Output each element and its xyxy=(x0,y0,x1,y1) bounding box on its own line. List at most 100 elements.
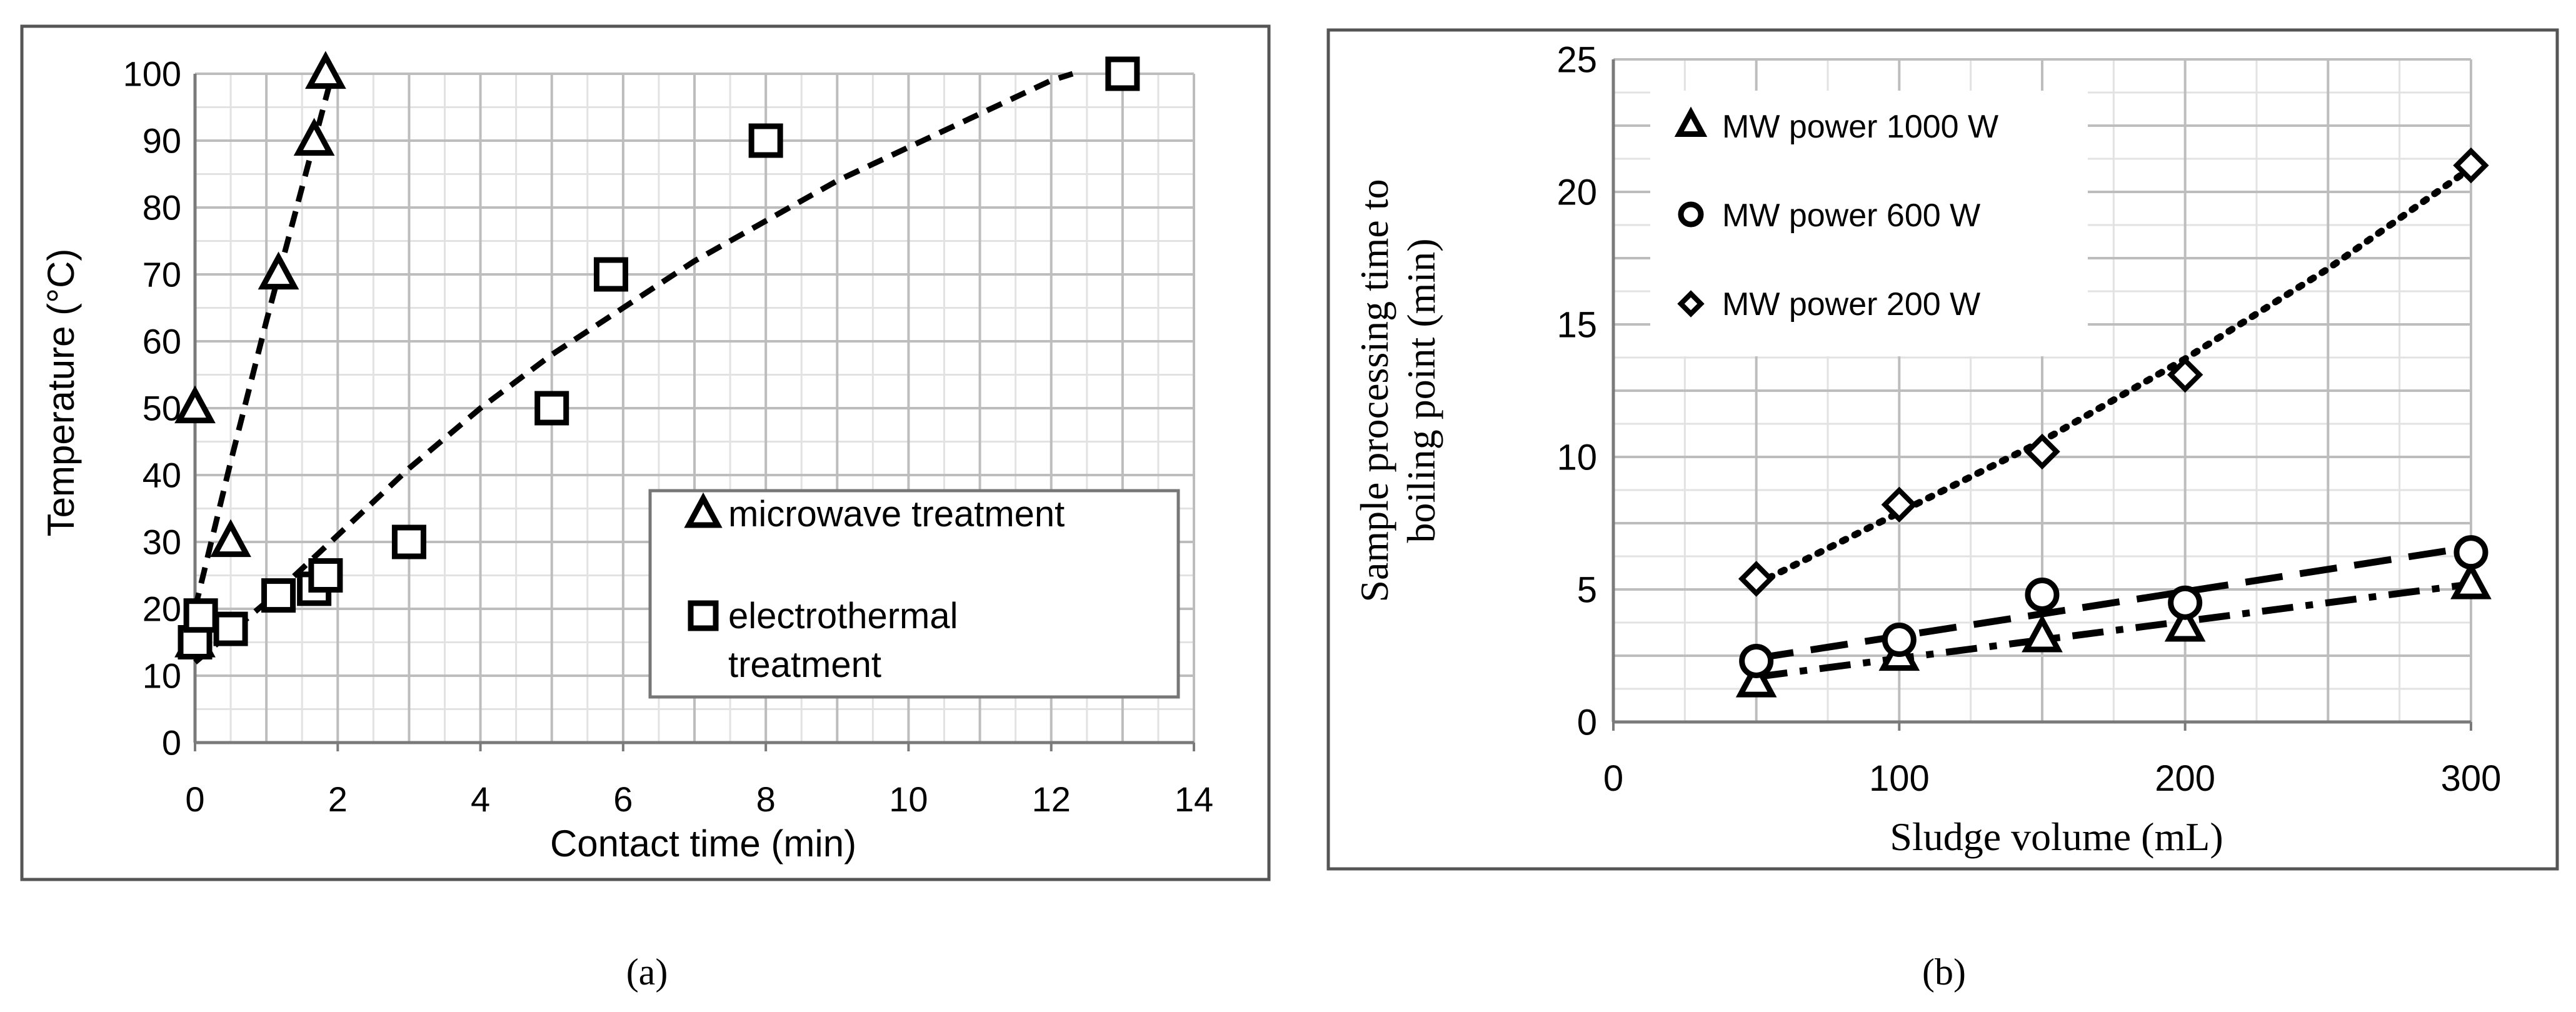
y-tick-label: 90 xyxy=(143,121,181,161)
data-point-circle xyxy=(2168,585,2203,620)
data-point-diamond xyxy=(1881,486,1918,523)
trendline-series-2 xyxy=(1753,164,2475,588)
data-point-square xyxy=(391,524,426,559)
y-tick-label: 25 xyxy=(1556,39,1597,80)
data-point-triangle xyxy=(210,519,251,558)
data-point-triangle xyxy=(258,251,299,290)
data-point-diamond xyxy=(2024,433,2060,470)
panel-a-legend-box xyxy=(648,489,1180,699)
y-tick-label: 0 xyxy=(162,723,181,763)
panel-a-frame xyxy=(20,24,1271,881)
data-point-triangle xyxy=(174,385,216,424)
panel-b-trendlines xyxy=(1753,164,2475,681)
y-tick-label: 20 xyxy=(1556,172,1597,213)
x-tick-label: 10 xyxy=(889,779,928,819)
legend-marker-600w xyxy=(1678,201,1704,228)
legend-marker-triangle xyxy=(684,492,723,528)
legend-marker-200w xyxy=(1677,290,1705,318)
data-point-square xyxy=(261,578,296,613)
y-tick-label: 5 xyxy=(1577,569,1597,610)
legend-marker-microwave xyxy=(684,492,723,528)
panel-b-y-axis-label: Sample processing time to boiling point … xyxy=(1352,179,1443,602)
panel-b-x-axis-label: Sludge volume (mL) xyxy=(1890,814,2223,859)
data-point-triangle xyxy=(2164,603,2206,642)
x-tick-label: 8 xyxy=(756,779,776,819)
panel-b-frame xyxy=(1326,28,2559,871)
legend-label-line: treatment xyxy=(728,644,881,685)
trendline-series-1 xyxy=(193,71,1074,665)
panel-b-data-points xyxy=(1735,147,2492,698)
y-tick-label: 10 xyxy=(1556,437,1597,478)
legend-label-microwave: microwave treatment xyxy=(728,494,1065,534)
data-point-square xyxy=(593,257,628,292)
legend-label-1000w: MW power 1000 W xyxy=(1722,109,1998,145)
data-point-circle xyxy=(1739,643,1774,678)
y-tick-label: 20 xyxy=(143,589,181,629)
y-tick-label: 80 xyxy=(143,188,181,228)
legend-marker-circle xyxy=(1678,201,1704,228)
data-point-circle xyxy=(1882,623,1917,658)
x-tick-label: 4 xyxy=(471,779,490,819)
data-point-triangle xyxy=(2022,614,2063,653)
x-tick-label: 6 xyxy=(613,779,633,819)
panel-a-caption: (a) xyxy=(626,951,668,993)
x-tick-label: 200 xyxy=(2155,758,2215,799)
legend-label-600w: MW power 600 W xyxy=(1722,198,1980,234)
legend-label-line: electrothermal xyxy=(728,596,958,636)
data-point-triangle xyxy=(2450,561,2492,599)
trendline-series-1 xyxy=(1755,543,2472,662)
panel-b-legend-box xyxy=(1650,91,2088,356)
legend-label-200w: MW power 200 W xyxy=(1722,286,1980,323)
data-point-circle xyxy=(2453,535,2488,570)
data-point-square xyxy=(534,391,569,426)
trendline-series-0 xyxy=(1755,581,2472,681)
panel-a-data-points xyxy=(174,51,1140,659)
data-point-triangle xyxy=(305,51,346,89)
panel-b-caption: (b) xyxy=(1922,951,1966,993)
legend-marker-1000w xyxy=(1674,106,1708,138)
panel-a-x-axis-label: Contact time (min) xyxy=(550,823,856,864)
x-tick-label: 300 xyxy=(2441,758,2502,799)
data-point-triangle xyxy=(1735,659,1777,698)
legend-marker-electrothermal xyxy=(688,600,719,631)
y-tick-label: 70 xyxy=(143,255,181,294)
panel-a-y-axis-label: Temperature (°C) xyxy=(40,249,82,537)
y-tick-label: 100 xyxy=(123,54,181,94)
data-point-square xyxy=(748,123,783,158)
legend-marker-triangle xyxy=(1674,106,1708,138)
data-point-square xyxy=(1105,56,1140,91)
chart-panel-b: 0 100 200 300 0 5 10 15 20 25 Sludge volume (mL)… xyxy=(1326,28,2559,871)
x-tick-label: 0 xyxy=(1603,758,1623,799)
legend-marker-square xyxy=(688,600,719,631)
x-tick-label: 14 xyxy=(1175,779,1213,819)
panel-b-y-axis-label-line2: boiling point (min) xyxy=(1399,238,1443,543)
data-point-square xyxy=(183,598,218,633)
panel-b-legend: MW power 1000 W MW power 600 W MW power … xyxy=(1650,91,2088,356)
panel-a-trendlines xyxy=(192,71,1074,665)
y-tick-label: 40 xyxy=(143,456,181,495)
panel-b-axes xyxy=(1611,59,2472,731)
trendline-series-0 xyxy=(192,79,334,610)
data-point-diamond xyxy=(1738,561,1775,597)
data-point-triangle xyxy=(293,118,335,156)
legend-marker-diamond xyxy=(1677,290,1705,318)
data-point-diamond xyxy=(2453,147,2489,184)
y-tick-label: 10 xyxy=(143,656,181,696)
panel-a-x-tick-labels: 0 2 4 6 8 10 12 14 xyxy=(185,779,1213,819)
y-tick-label: 0 xyxy=(1577,702,1597,743)
y-tick-label: 15 xyxy=(1556,304,1597,345)
data-point-circle xyxy=(2025,577,2060,612)
x-tick-label: 12 xyxy=(1032,779,1071,819)
panel-a-legend: microwave treatment electrothermal treatm… xyxy=(648,489,1180,699)
x-tick-label: 100 xyxy=(1869,758,1930,799)
data-point-diamond xyxy=(2167,356,2203,393)
y-tick-label: 50 xyxy=(143,389,181,428)
x-tick-label: 2 xyxy=(328,779,348,819)
x-tick-label: 0 xyxy=(185,779,204,819)
legend-label-electrothermal: electrothermal treatment xyxy=(728,596,958,685)
panel-b-y-axis-label-line1: Sample processing time to xyxy=(1352,179,1396,602)
data-point-square xyxy=(213,611,248,646)
